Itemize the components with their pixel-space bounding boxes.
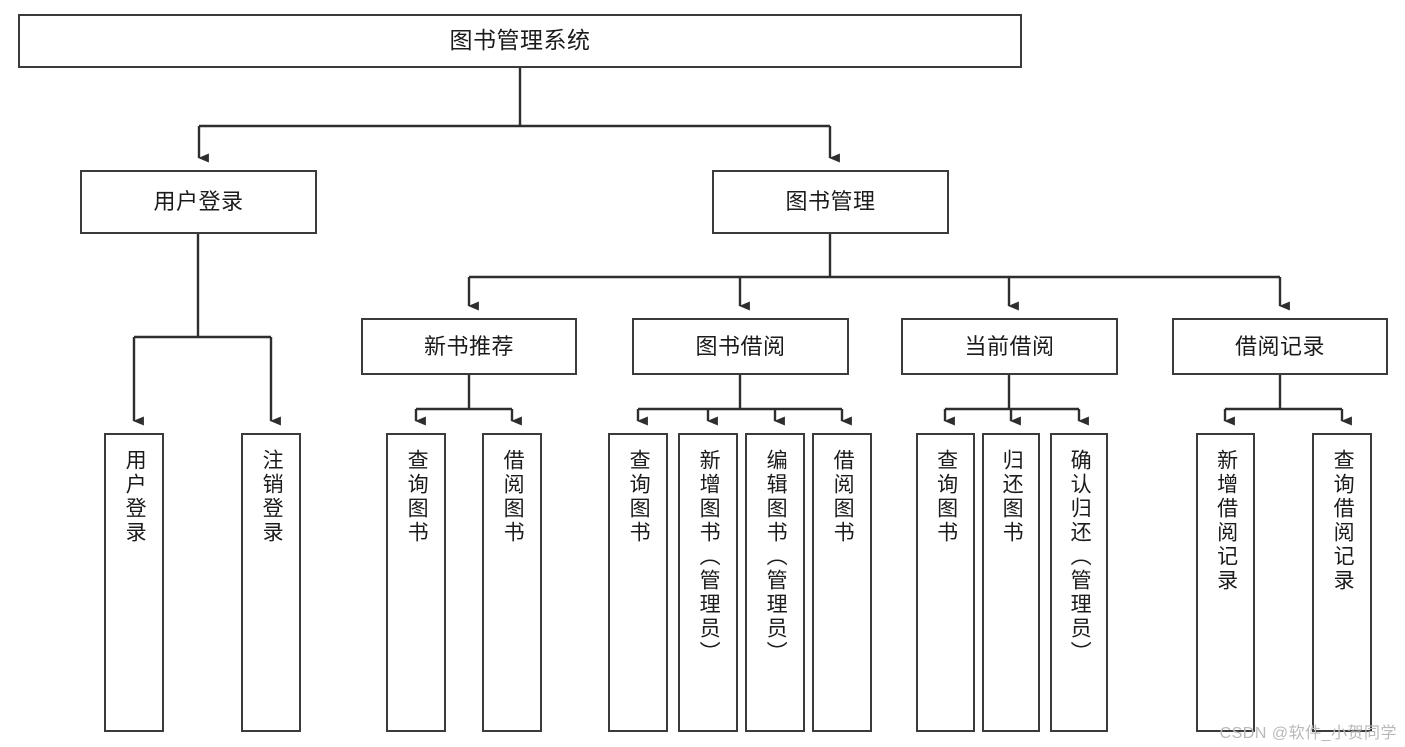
node-root[interactable]: 图书管理系统	[18, 14, 1022, 68]
node-leaf-confirm-return-label: 确认归还（管理员）	[1068, 449, 1092, 665]
node-leaf-query-book[interactable]: 查询图书	[608, 433, 668, 732]
node-leaf-borrow-book-rec[interactable]: 借阅图书	[482, 433, 542, 732]
node-leaf-borrow-book-rec-label: 借阅图书	[501, 449, 525, 545]
node-leaf-return-book[interactable]: 归还图书	[982, 433, 1040, 732]
node-leaf-query-current-label: 查询图书	[934, 449, 958, 545]
node-leaf-return-book-label: 归还图书	[1000, 449, 1024, 545]
node-user-login-label: 用户登录	[153, 189, 244, 215]
node-book-borrow-label: 图书借阅	[695, 333, 786, 359]
node-borrow-record-label: 借阅记录	[1234, 333, 1325, 359]
node-borrow-record[interactable]: 借阅记录	[1172, 318, 1388, 375]
node-leaf-add-book-label: 新增图书（管理员）	[697, 449, 721, 665]
node-current-borrow[interactable]: 当前借阅	[901, 318, 1118, 375]
node-leaf-confirm-return[interactable]: 确认归还（管理员）	[1050, 433, 1108, 732]
node-leaf-query-current[interactable]: 查询图书	[916, 433, 975, 732]
node-leaf-query-record[interactable]: 查询借阅记录	[1312, 433, 1372, 732]
node-leaf-query-record-label: 查询借阅记录	[1331, 449, 1355, 593]
node-leaf-user-login-label: 用户登录	[123, 449, 147, 545]
node-new-book-rec[interactable]: 新书推荐	[361, 318, 577, 375]
node-leaf-add-record[interactable]: 新增借阅记录	[1196, 433, 1255, 732]
node-new-book-rec-label: 新书推荐	[423, 333, 514, 359]
node-leaf-query-book-rec-label: 查询图书	[405, 449, 429, 545]
node-leaf-query-book-label: 查询图书	[627, 449, 651, 545]
csdn-watermark: CSDN @软件_小贺同学	[1219, 725, 1397, 742]
node-leaf-borrow-book-label: 借阅图书	[831, 449, 855, 545]
node-book-manage[interactable]: 图书管理	[712, 170, 949, 234]
node-leaf-logout-label: 注销登录	[260, 449, 284, 545]
node-leaf-logout[interactable]: 注销登录	[241, 433, 301, 732]
node-leaf-edit-book[interactable]: 编辑图书（管理员）	[745, 433, 805, 732]
node-root-label: 图书管理系统	[449, 27, 591, 54]
node-leaf-query-book-rec[interactable]: 查询图书	[386, 433, 446, 732]
node-leaf-edit-book-label: 编辑图书（管理员）	[764, 449, 788, 665]
node-leaf-add-record-label: 新增借阅记录	[1214, 449, 1238, 593]
node-leaf-borrow-book[interactable]: 借阅图书	[812, 433, 872, 732]
node-leaf-user-login[interactable]: 用户登录	[104, 433, 164, 732]
node-user-login[interactable]: 用户登录	[80, 170, 317, 234]
node-current-borrow-label: 当前借阅	[964, 333, 1055, 359]
node-book-borrow[interactable]: 图书借阅	[632, 318, 849, 375]
node-book-manage-label: 图书管理	[785, 189, 876, 215]
node-leaf-add-book[interactable]: 新增图书（管理员）	[678, 433, 738, 732]
